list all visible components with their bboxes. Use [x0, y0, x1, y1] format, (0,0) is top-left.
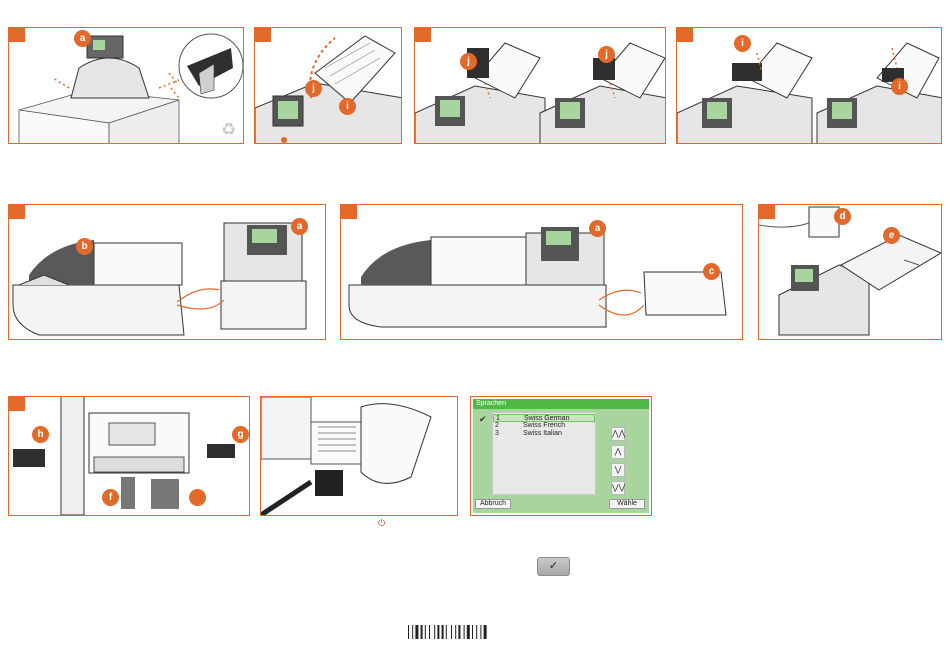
barcode-bar — [437, 625, 439, 639]
fit-tray-illustration — [759, 205, 942, 340]
callout-j: j — [305, 80, 322, 97]
cancel-button[interactable]: Abbruch — [475, 499, 511, 509]
list-item[interactable]: 1 Swiss German — [493, 414, 595, 422]
barcode-bar — [472, 625, 473, 639]
callout-g: g — [232, 426, 249, 443]
select-button[interactable]: Wähle — [609, 499, 645, 509]
barcode-bar — [408, 625, 409, 639]
callout-i: i — [339, 98, 356, 115]
language-list: 1 Swiss German 2 Swiss French 3 Swiss It… — [492, 412, 596, 495]
barcode-bar — [412, 625, 413, 639]
unpack-illustration — [9, 28, 244, 144]
callout-a: a — [74, 30, 91, 47]
barcode-bar — [434, 625, 435, 639]
barcode-bar — [467, 625, 470, 639]
barcode-bar — [446, 625, 447, 639]
callout-e: e — [883, 227, 900, 244]
screen-title: Sprachen — [473, 399, 649, 409]
screen-body: ✔ 1 Swiss German 2 Swiss French 3 Swiss … — [473, 409, 649, 513]
callout-h: h — [32, 426, 49, 443]
barcode-bar — [464, 625, 465, 639]
callout-d: d — [834, 208, 851, 225]
callout-j: j — [598, 46, 615, 63]
list-item-label: Swiss French — [523, 422, 565, 430]
barcode-bar — [429, 625, 430, 639]
callout-i: i — [734, 35, 751, 52]
barcode-bar — [476, 625, 477, 639]
barcode-bar — [425, 625, 426, 639]
barcode-bar — [480, 625, 481, 639]
list-item[interactable]: 2 Swiss French — [493, 422, 595, 430]
chevron-down-double-icon[interactable]: ⋁⋁ — [611, 481, 625, 495]
callout-a: a — [589, 220, 606, 237]
language-selection-screen: Sprachen ✔ 1 Swiss German 2 Swiss French… — [470, 396, 652, 516]
step-panel-connect-cables: h g f — [8, 396, 250, 516]
callout-j: j — [460, 53, 477, 70]
callout-a: a — [291, 218, 308, 235]
step-panel-connect-base: a b — [8, 204, 326, 340]
connect-cables-illustration — [9, 397, 250, 516]
list-item-number: 2 — [495, 422, 499, 430]
ok-button[interactable]: ✓ — [537, 557, 570, 576]
barcode-bar — [442, 625, 444, 639]
step-panel-unpack: a ♻ — [8, 27, 244, 144]
step-panel-insert-cartridge: j j — [414, 27, 666, 144]
barcode-bar — [451, 625, 452, 639]
callout-c: c — [703, 263, 720, 280]
barcode-bar — [415, 625, 418, 639]
chevron-down-icon[interactable]: ⋁ — [611, 463, 625, 477]
callout-plain — [189, 489, 206, 506]
step-panel-lock-cartridge: i i — [676, 27, 942, 144]
barcode — [408, 625, 504, 639]
connect-base-illustration — [9, 205, 326, 340]
barcode-bar — [421, 625, 423, 639]
barcode-bar — [458, 625, 460, 639]
list-item-number: 3 — [495, 430, 499, 438]
chevron-up-icon[interactable]: ⋀ — [611, 445, 625, 459]
insert-cartridge-illustration — [415, 28, 666, 144]
callout-f: f — [102, 489, 119, 506]
power-icon: ⏻ — [378, 518, 385, 529]
step-panel-connect-stacker: a c — [340, 204, 743, 340]
list-item-label: Swiss Italian — [523, 430, 562, 438]
check-icon: ✔ — [479, 414, 487, 425]
callout-i: i — [891, 78, 908, 95]
callout-b: b — [76, 238, 93, 255]
list-item[interactable]: 3 Swiss Italian — [493, 430, 595, 438]
connect-stacker-illustration — [341, 205, 743, 340]
recycle-icon: ♻ — [221, 120, 236, 140]
power-switch-illustration — [261, 397, 458, 516]
open-cover-illustration — [255, 28, 402, 144]
step-panel-power-switch — [260, 396, 458, 516]
barcode-bar — [484, 625, 487, 639]
step-panel-open-cover: j i — [254, 27, 402, 144]
barcode-bar — [455, 625, 456, 639]
chevron-up-double-icon[interactable]: ⋀⋀ — [611, 427, 625, 441]
step-panel-fit-tray: d e — [758, 204, 942, 340]
